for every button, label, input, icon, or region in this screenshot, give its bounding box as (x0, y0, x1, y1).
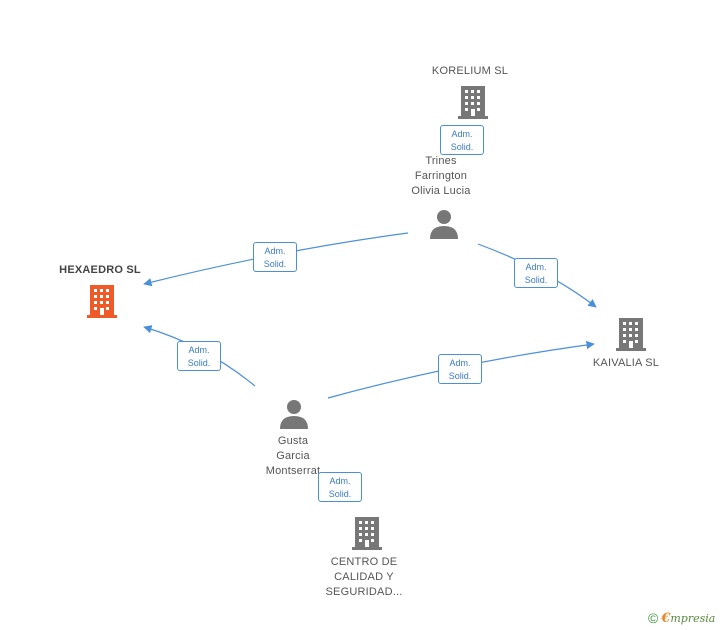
trines-label[interactable]: Trines Farrington Olivia Lucia (391, 154, 491, 199)
gusta-label[interactable]: Gusta Garcia Montserrat (243, 434, 343, 479)
badge-line1: Adm. (525, 262, 547, 272)
hexaedro-building-icon[interactable] (85, 283, 119, 324)
gusta-label-line1: Gusta (277, 435, 309, 447)
korelium-building-icon[interactable] (456, 84, 490, 125)
trines-label-line2: Farrington (414, 170, 468, 182)
badge-line1: Adm. (449, 358, 471, 368)
trines-label-line1: Trines (425, 155, 457, 167)
empresia-brand[interactable]: ©€mpresia (648, 610, 715, 626)
brand-rest: mpresia (670, 612, 716, 625)
trines-person-icon[interactable] (429, 208, 459, 245)
badge-line2: Solid. (328, 489, 352, 499)
badge-line1: Adm. (451, 129, 473, 139)
kaivalia-building-icon[interactable] (614, 316, 648, 357)
badge-line2: Solid. (450, 142, 474, 152)
badge-trines-kaivalia[interactable]: Adm. Solid. (514, 258, 558, 288)
badge-line2: Solid. (263, 259, 287, 269)
badge-korelium-trines[interactable]: Adm. Solid. (440, 125, 484, 155)
centro-label[interactable]: CENTRO DE CALIDAD Y SEGURIDAD... (314, 555, 414, 600)
gusta-person-icon[interactable] (279, 398, 309, 435)
badge-line2: Solid. (187, 358, 211, 368)
centro-building-icon[interactable] (350, 515, 384, 556)
centro-label-line3: SEGURIDAD... (325, 586, 403, 598)
badge-gusta-kaivalia[interactable]: Adm. Solid. (438, 354, 482, 384)
badge-line1: Adm. (188, 345, 210, 355)
kaivalia-label[interactable]: KAIVALIA SL (592, 357, 660, 369)
badge-gusta-centro[interactable]: Adm. Solid. (318, 472, 362, 502)
trines-label-line3: Olivia Lucia (411, 185, 471, 197)
centro-label-line1: CENTRO DE (330, 556, 398, 568)
gusta-label-line2: Garcia (276, 450, 310, 462)
badge-line1: Adm. (264, 246, 286, 256)
copyright-symbol: © (648, 610, 659, 626)
hexaedro-label[interactable]: HEXAEDRO SL (59, 264, 141, 276)
brand-first-letter: € (661, 611, 671, 626)
badge-line2: Solid. (448, 371, 472, 381)
badge-gusta-hexaedro[interactable]: Adm. Solid. (177, 341, 221, 371)
badge-line2: Solid. (524, 275, 548, 285)
centro-label-line2: CALIDAD Y (334, 571, 394, 583)
badge-line1: Adm. (329, 476, 351, 486)
gusta-label-line3: Montserrat (265, 465, 321, 477)
brand-name: €mpresia (661, 611, 716, 626)
badge-trines-hexaedro[interactable]: Adm. Solid. (253, 242, 297, 272)
korelium-label[interactable]: KORELIUM SL (431, 65, 509, 77)
